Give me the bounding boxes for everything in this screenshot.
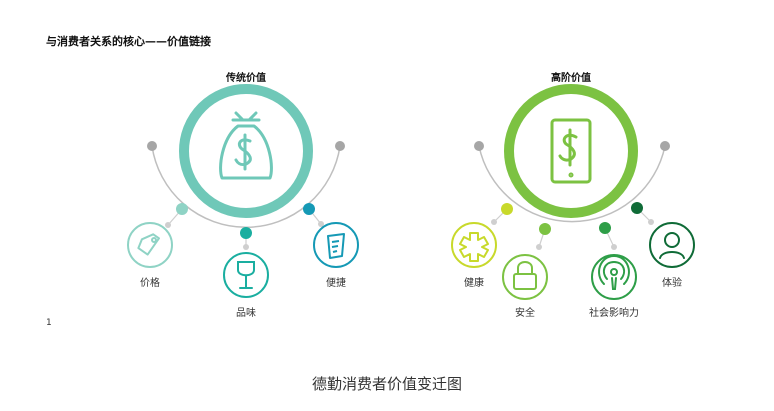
person-icon [659,232,685,259]
figure-caption: 德勤消费者价值变迁图 [311,375,462,393]
traditional-value-title: 传统价值 [226,73,266,84]
item-label-experience: 体验 [662,278,682,289]
money-bag-dollar-icon [219,111,273,180]
footnote-marker: 1 [46,318,52,328]
traditional-arc-end-right [335,141,345,151]
price-tag-icon [137,233,160,256]
receipt-icon [327,233,345,259]
lock-icon [513,261,537,290]
advanced-value-title: 高阶价值 [551,73,591,84]
item-label-health: 健康 [464,278,484,289]
item-label-price: 价格 [140,278,160,289]
traditional-arc-end-left [147,141,157,151]
item-label-convenience: 便捷 [326,278,346,289]
item-label-taste: 品味 [236,308,256,319]
advanced-arc-end-left [474,141,484,151]
item-label-safety: 安全 [515,308,535,319]
podcast-icon [598,254,630,290]
phone-dollar-icon [550,118,592,184]
medical-star-icon [459,232,489,262]
advanced-arc-end-right [660,141,670,151]
item-label-social-influence: 社会影响力 [589,308,639,319]
diagram-title: 与消费者关系的核心——价值链接 [46,35,211,48]
advanced-arc [478,145,666,223]
wine-glass-icon [237,261,255,289]
